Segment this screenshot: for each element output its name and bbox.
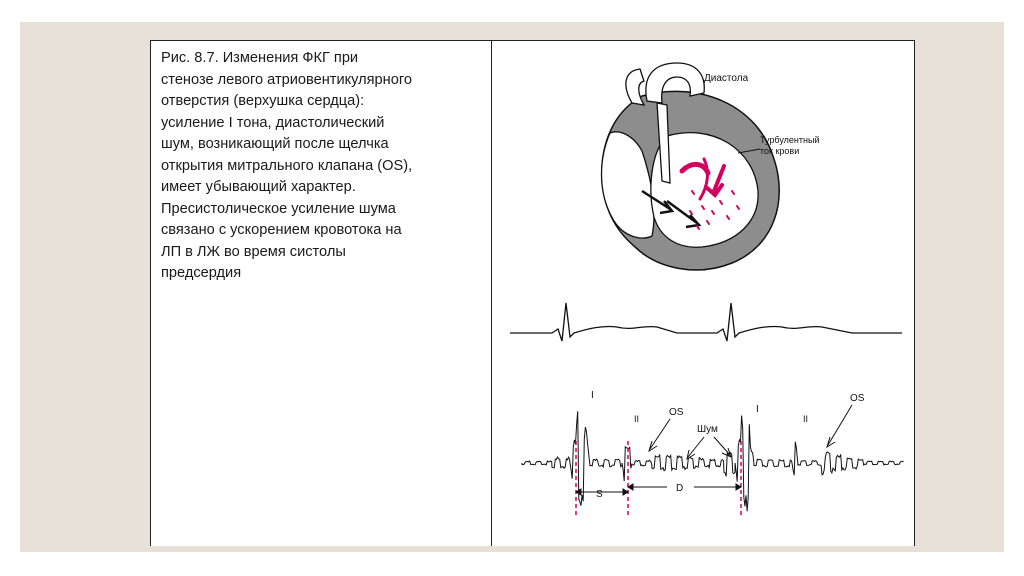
illustration-cell: Диастола Турбулентный ток крови [492,41,916,546]
murmur-arrow-left [686,436,705,461]
first-tone-label-1: I [591,390,594,401]
opening-snap-label-1: OS [669,407,684,418]
pcg-waveform [521,411,904,512]
second-tone-label-1: II [634,414,639,424]
heart-and-pcg-illustration: Диастола Турбулентный ток крови [510,62,904,516]
diastole-label: Диастола [704,73,749,84]
turbulent-flow [679,157,740,230]
aorta [645,62,705,104]
timing-markers [575,441,742,516]
figure-table: Рис. 8.7. Изменения ФКГ при стенозе лево… [150,40,915,546]
first-tone-label-2: I [756,404,759,415]
heart-diagram [600,62,780,271]
turbulent-flow-label-line2: ток крови [760,146,799,156]
ecg-trace [510,302,902,342]
pcg-pointer-arrows [648,404,853,461]
systole-interval-label: S [596,489,603,500]
opening-snap-label-2: OS [850,393,865,404]
right-ventricle [600,131,655,239]
flow-arrow-1 [641,189,675,215]
os-arrow-2 [826,404,853,449]
caption-cell: Рис. 8.7. Изменения ФКГ при стенозе лево… [151,41,492,546]
flow-arrow-2 [666,199,702,229]
phonocardiogram [521,411,904,512]
diastole-interval-label: D [676,483,683,494]
murmur-label: Шум [697,424,718,435]
figure-caption: Рис. 8.7. Изменения ФКГ при стенозе лево… [161,50,413,281]
os-arrow-1 [648,418,671,453]
murmur-arrow-right [713,436,732,458]
flow-label-leader [737,148,761,154]
turbulent-flow-label-line1: Турбулентный [760,135,819,145]
second-tone-label-2: II [803,414,808,424]
septum-vessel [656,102,671,184]
pulmonary-artery [625,68,646,106]
interval-brackets [575,483,742,496]
